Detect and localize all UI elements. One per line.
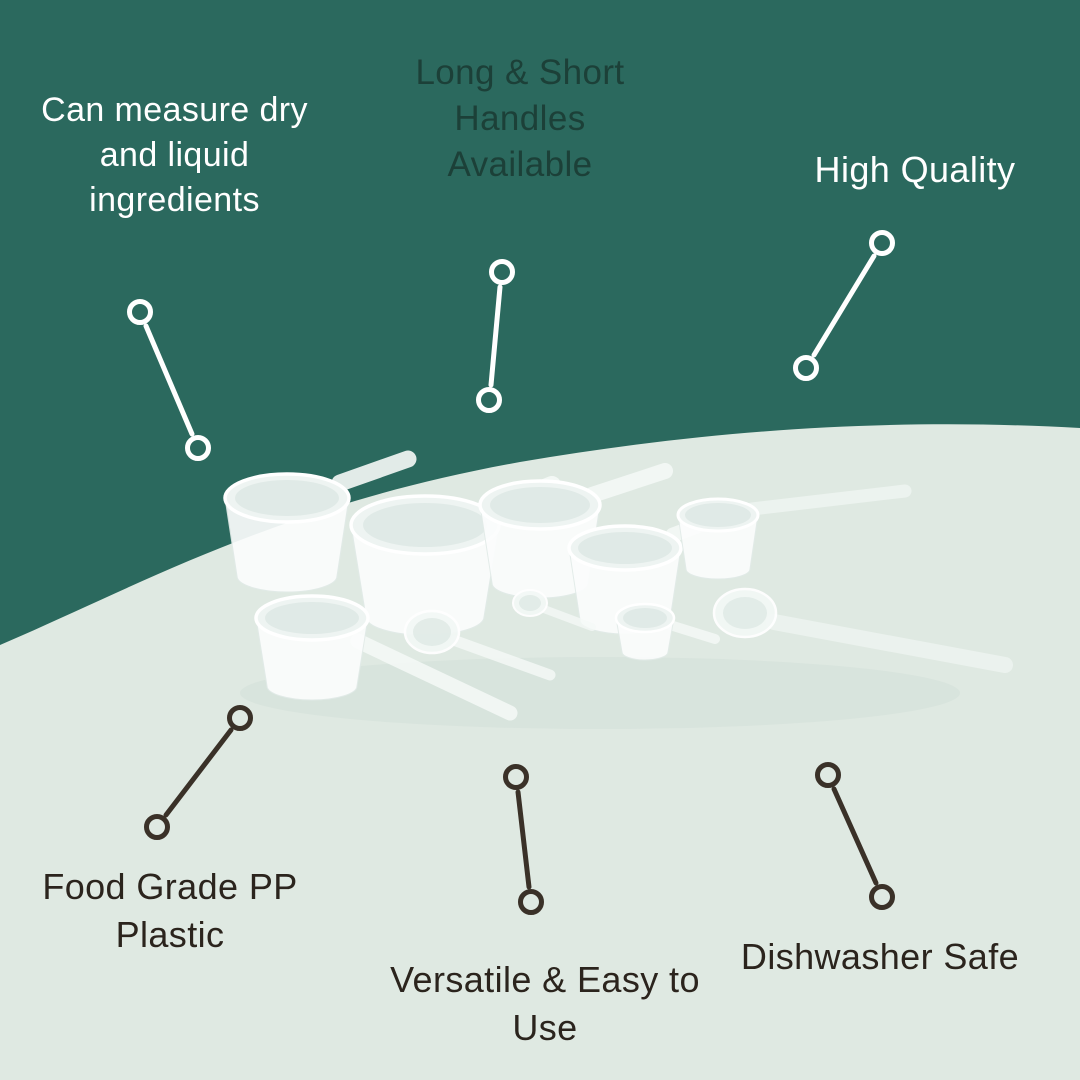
- measuring-spoon: [512, 589, 596, 631]
- measuring-scoop: [223, 450, 417, 593]
- callout-quality-label: High Quality: [814, 149, 1016, 190]
- measuring-scoop: [676, 484, 912, 580]
- callout-food-grade-label: Food Grade PP Plastic: [42, 866, 298, 955]
- measuring-scoop: [478, 463, 673, 599]
- callout-handles-label: Long & Short Handles Available: [415, 53, 625, 185]
- measuring-scoop: [254, 594, 518, 721]
- callout-versatile-label: Versatile & Easy to Use: [390, 959, 700, 1048]
- callout-measure-label: Can measure dry and liquid ingredients: [41, 91, 308, 219]
- measuring-scoop: [614, 602, 720, 661]
- measuring-spoon: [403, 609, 556, 681]
- measuring-spoon: [712, 587, 1013, 673]
- product-image: [223, 450, 1013, 729]
- callout-dishwasher-label: Dishwasher Safe: [740, 936, 1020, 977]
